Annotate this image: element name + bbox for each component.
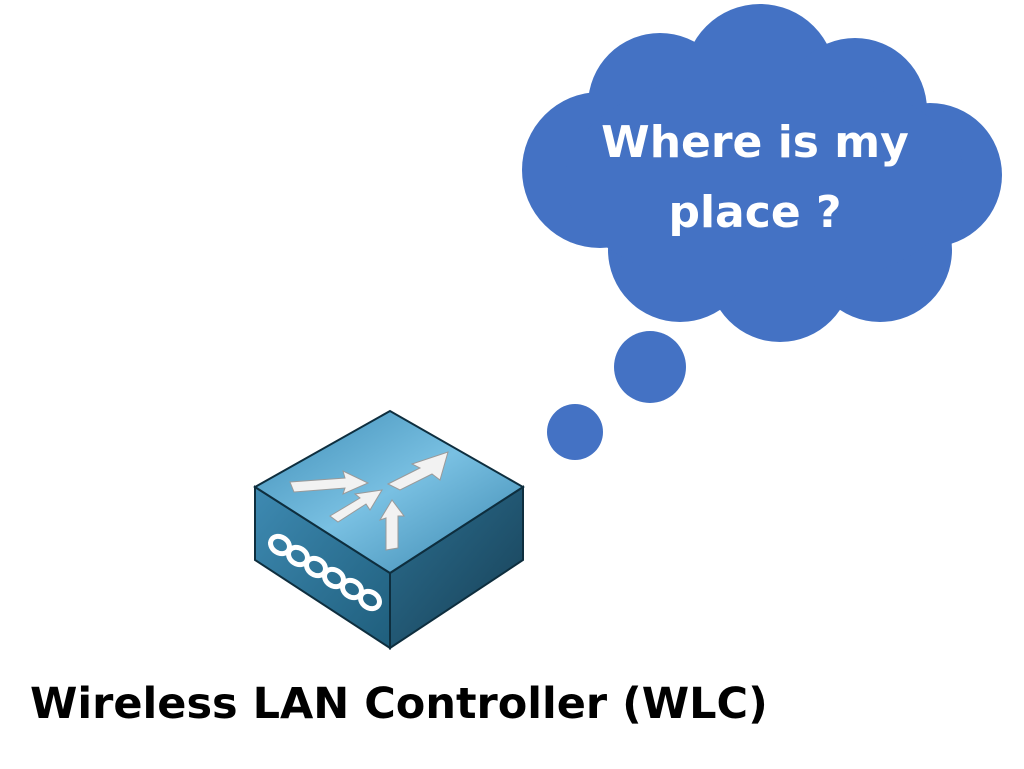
- thought-line-2: place ?: [668, 187, 842, 238]
- arrow-icon: [289, 451, 449, 551]
- device-caption: Wireless LAN Controller (WLC): [30, 679, 768, 729]
- thought-cloud: [522, 4, 1002, 342]
- thought-line-1: Where is my: [601, 117, 909, 168]
- thought-dot-large: [614, 331, 686, 403]
- thought-bubble-text: Where is my place ?: [560, 108, 950, 248]
- chain-icon: [268, 533, 382, 612]
- wireless-lan-controller-icon: [253, 409, 525, 650]
- thought-dot-small: [547, 404, 603, 460]
